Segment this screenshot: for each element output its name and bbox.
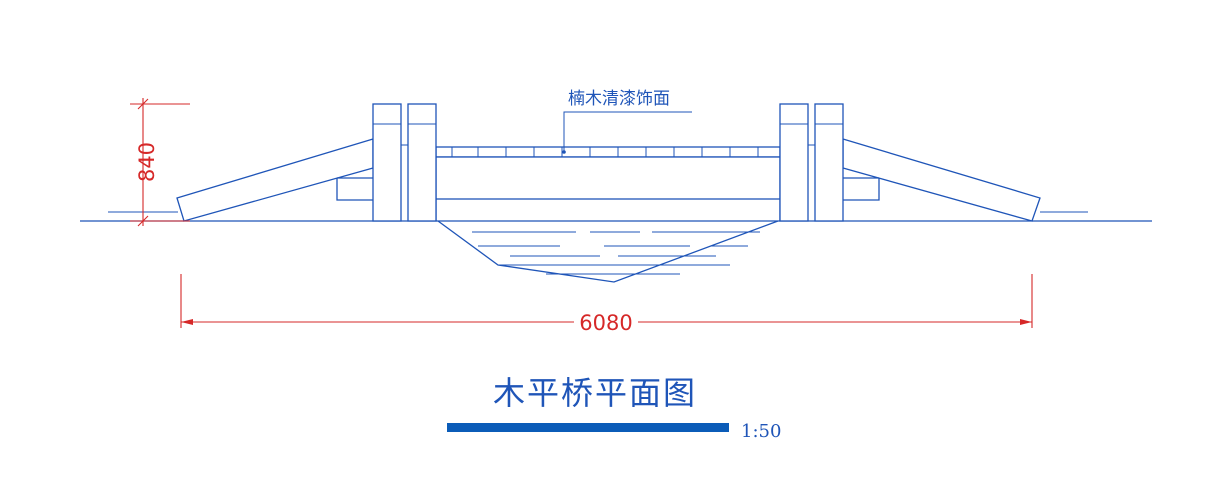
right-abutment: [842, 138, 1041, 222]
width-dimension-label: 6080: [579, 311, 632, 335]
height-dimension: [130, 98, 190, 227]
right-pillar-inner: [779, 103, 815, 222]
left-abutment: [176, 138, 374, 222]
title-underline-bar: [447, 423, 729, 432]
annotation-leader: [562, 111, 692, 154]
left-pillar-inner: [401, 103, 437, 222]
annotation-label: 楠木清漆饰面: [568, 89, 670, 109]
ground-line: [80, 211, 1152, 222]
drawing-title: 木平桥平面图: [493, 374, 697, 412]
scale-label: 1:50: [741, 421, 781, 442]
deck-planks: [451, 147, 759, 157]
right-pillar-outer: [814, 103, 844, 222]
stream-channel: [437, 220, 779, 283]
left-pillar-outer: [372, 103, 402, 222]
height-dimension-label: 840: [135, 142, 159, 182]
bridge-deck: [435, 146, 781, 221]
